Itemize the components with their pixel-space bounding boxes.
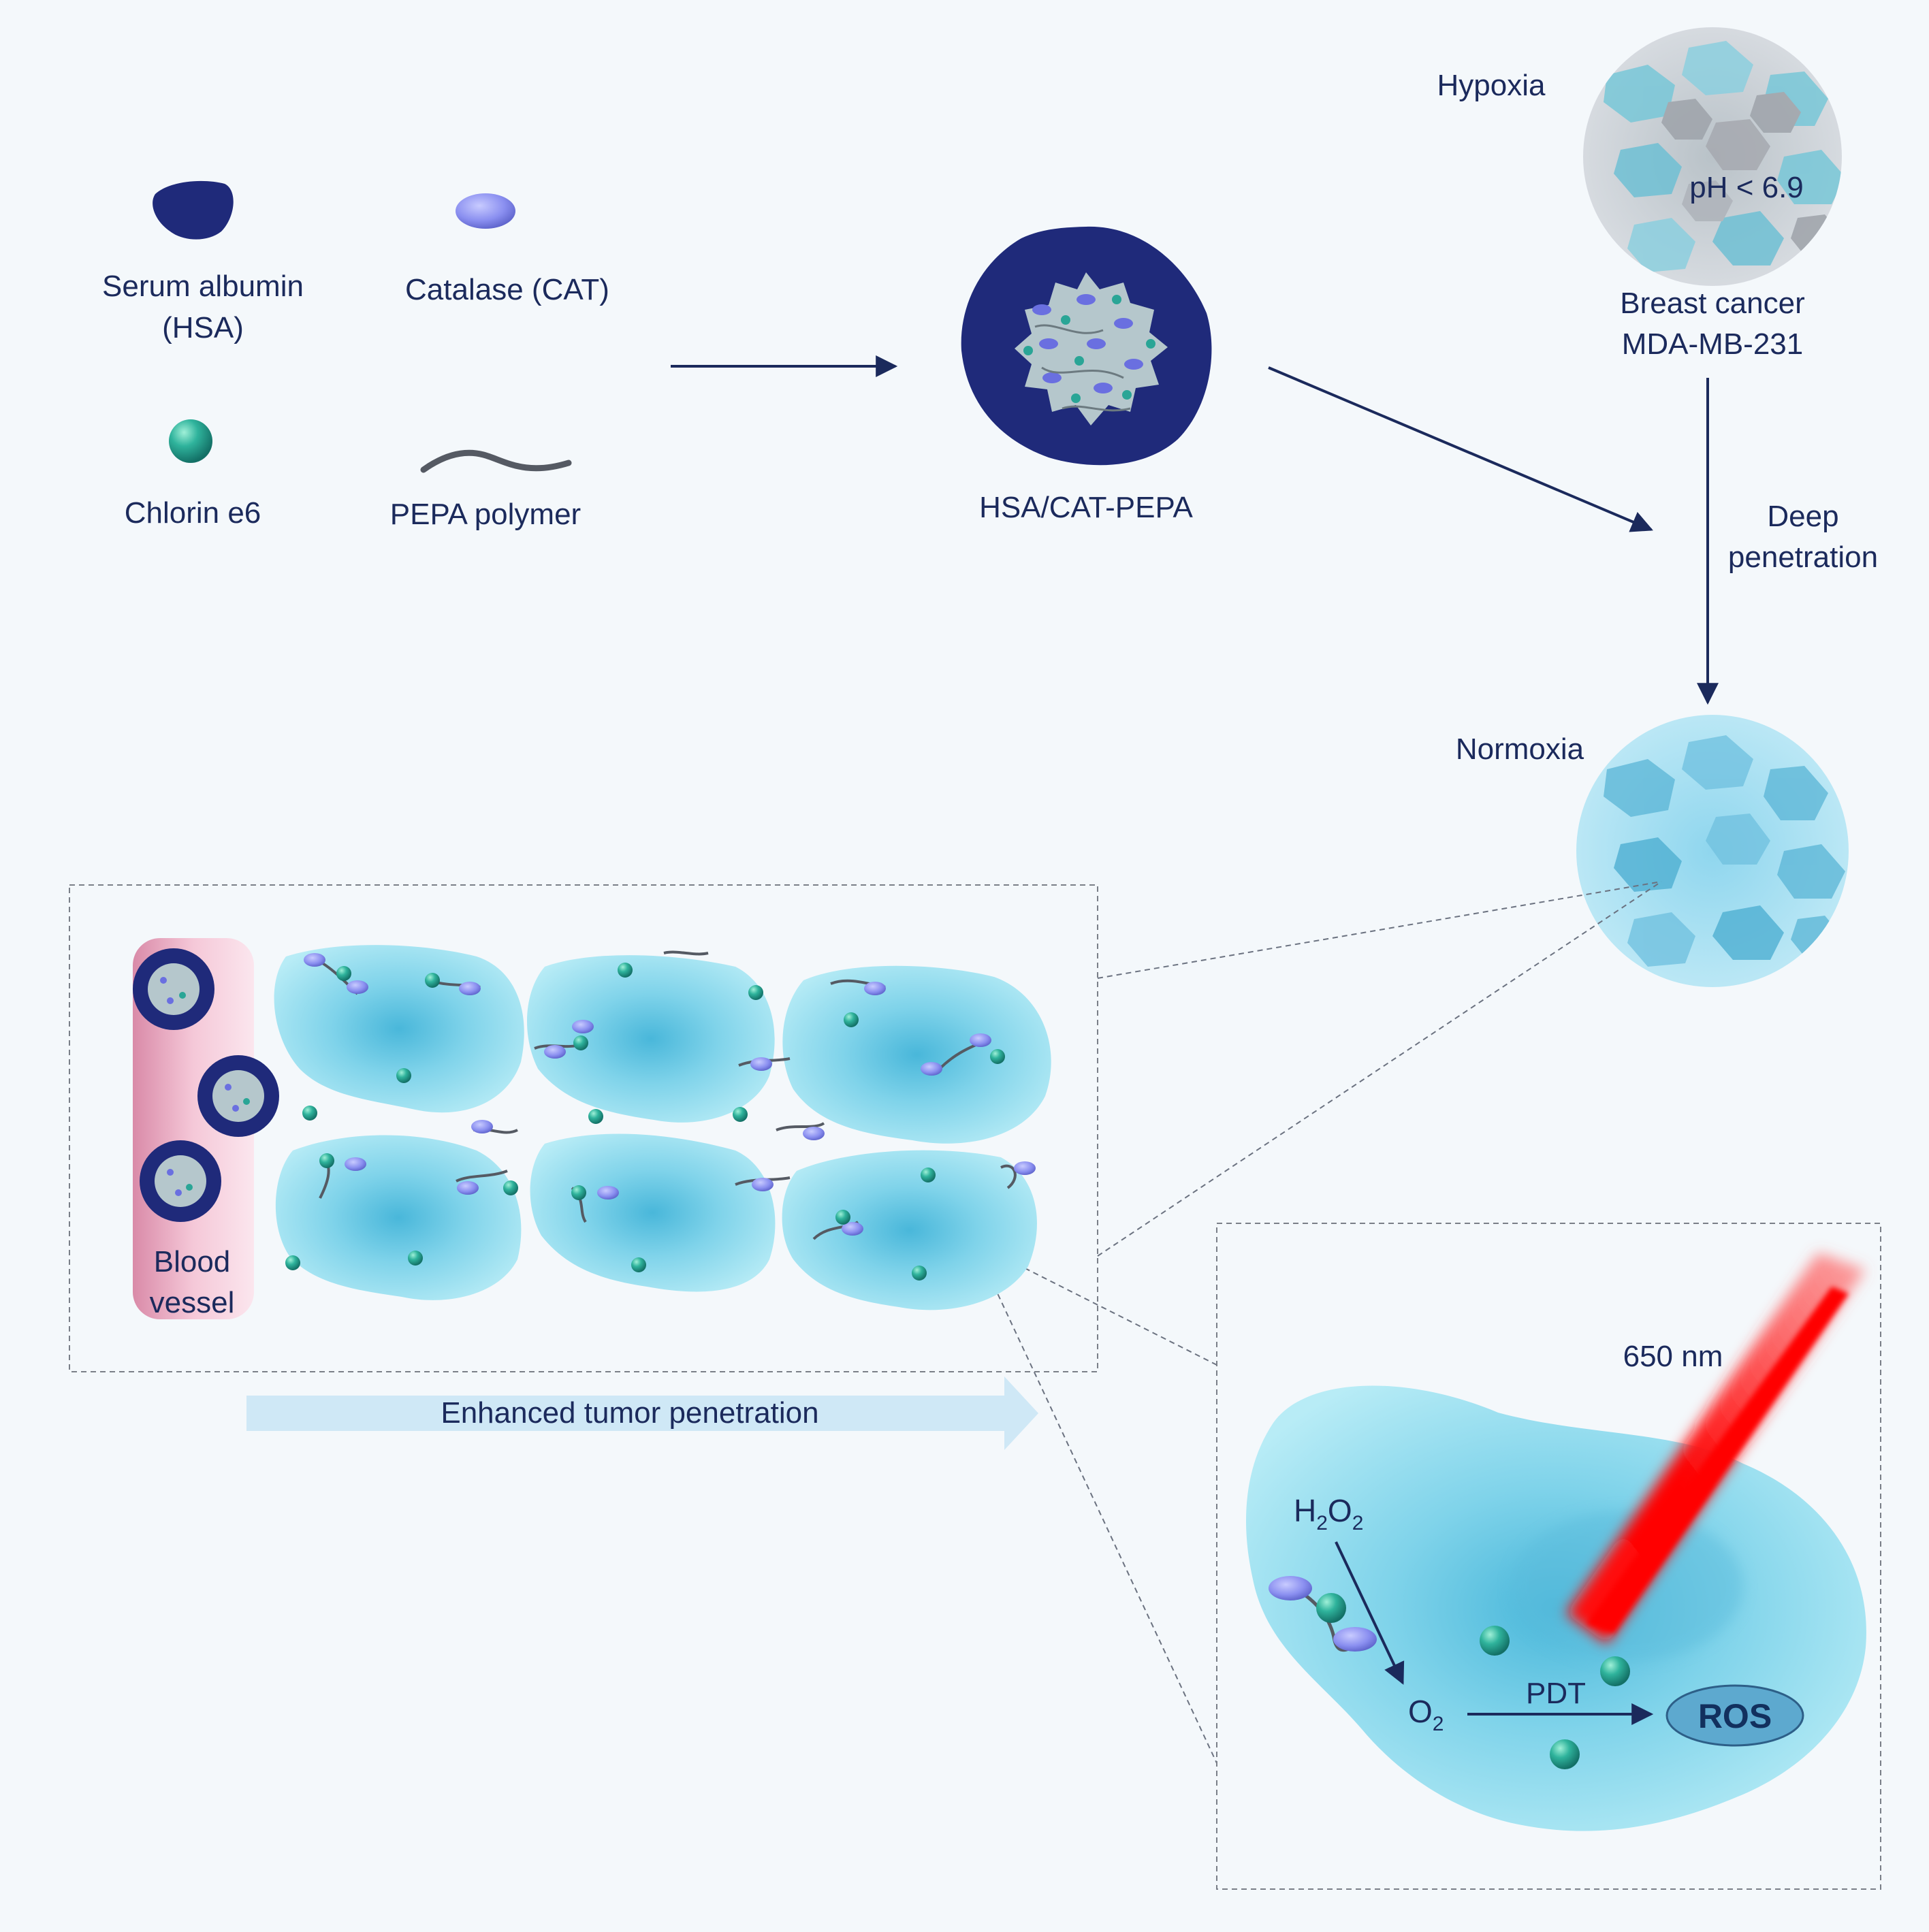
- vessel-nanoparticle: [197, 1055, 279, 1137]
- nanoparticle-cargo: [1023, 294, 1155, 412]
- chlorin-particles: [285, 963, 1005, 1281]
- ros-badge: [1665, 1684, 1804, 1747]
- ph-label: pH < 6.9: [1689, 171, 1804, 204]
- catalase-particles: [304, 953, 1036, 1236]
- normoxia-cells: [1604, 735, 1845, 967]
- tumor-cell: [782, 965, 1051, 1144]
- blood-vessel: Blood vessel: [133, 938, 279, 1319]
- blood-vessel-line2: vessel: [150, 1286, 235, 1319]
- wavelength-label: 650 nm: [1623, 1340, 1723, 1373]
- nanoparticle-label: HSA/CAT-PEPA: [979, 491, 1193, 524]
- pdt-label: PDT: [1526, 1677, 1586, 1710]
- pdt-panel-frame: [1216, 1223, 1881, 1890]
- deep-penetration-line1: Deep: [1767, 500, 1838, 533]
- blood-vessel-line1: Blood: [154, 1245, 231, 1278]
- tumor-cell: [530, 1133, 776, 1292]
- h2o2-to-o2-arrow: [1335, 1541, 1405, 1685]
- tumor-cell: [275, 1135, 522, 1300]
- serum-albumin-label: Serum albumin: [102, 270, 304, 303]
- enhanced-penetration-arrow: Enhanced tumor penetration: [246, 1376, 1038, 1450]
- tumor-name-line2: MDA-MB-231: [1622, 327, 1804, 361]
- laser-beam-core: [1587, 1287, 1849, 1634]
- deep-penetration-line2: penetration: [1728, 541, 1878, 574]
- tissue-panel: Blood vessel: [69, 884, 1098, 1372]
- tumor-cell: [274, 945, 524, 1113]
- o2-label: O2: [1408, 1694, 1444, 1735]
- catalase-icon: [456, 193, 515, 229]
- hypoxia-cells: [1604, 41, 1842, 272]
- ros-label: ROS: [1698, 1697, 1772, 1735]
- vessel-nanoparticle: [140, 1140, 221, 1222]
- chlorin-icon: [169, 419, 212, 463]
- tumor-cell: [526, 955, 775, 1123]
- normoxia-tumor: Normoxia: [1456, 715, 1849, 987]
- tissue-panel-frame: [69, 884, 1098, 1372]
- normoxia-label: Normoxia: [1456, 732, 1584, 766]
- tumor-cell: [782, 1150, 1037, 1310]
- hypoxia-tumor: Hypoxia pH < 6.9 Breast cancer MDA-MB-23…: [1437, 27, 1842, 361]
- delivery-arrow: [1268, 366, 1653, 532]
- pdt-chlorin: [1480, 1626, 1510, 1656]
- chlorin-label: Chlorin e6: [125, 496, 261, 530]
- tumor-name-line1: Breast cancer: [1620, 287, 1804, 320]
- legend: Serum albumin (HSA) Catalase (CAT) Chlor…: [102, 180, 609, 531]
- enhanced-penetration-label: Enhanced tumor penetration: [441, 1396, 818, 1430]
- pdt-chlorin: [1600, 1656, 1630, 1686]
- nanoparticle-core: [1015, 272, 1168, 425]
- zoom-connectors: [973, 881, 1662, 1764]
- vessel-nanoparticle: [133, 948, 214, 1030]
- serum-albumin-abbr: (HSA): [162, 311, 244, 344]
- h2o2-label: H2O2: [1294, 1493, 1363, 1534]
- hypoxia-label: Hypoxia: [1437, 69, 1546, 102]
- polymer-icon: [420, 449, 572, 473]
- serum-albumin-icon: [153, 180, 234, 240]
- catalase-label: Catalase (CAT): [405, 273, 609, 306]
- pdt-catalase-complex: [1269, 1576, 1377, 1652]
- polymer-label: PEPA polymer: [390, 498, 581, 531]
- nanoparticle: HSA/CAT-PEPA: [961, 226, 1212, 524]
- pdt-panel: 650 nm H2O2 O2 PDT ROS: [1216, 1223, 1881, 1890]
- pdt-chlorin: [1550, 1739, 1580, 1769]
